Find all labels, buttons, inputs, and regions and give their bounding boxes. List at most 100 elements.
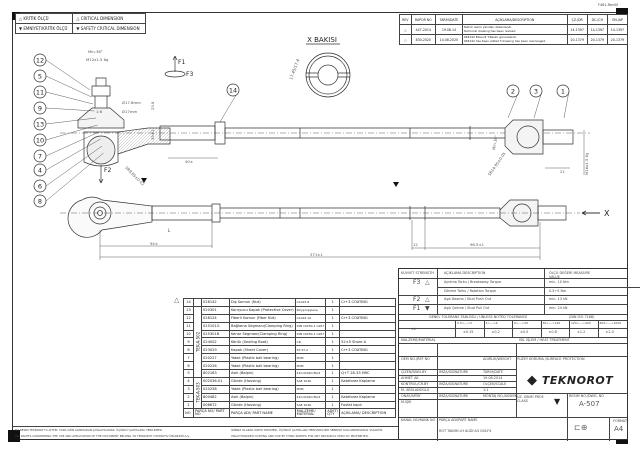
part-material: 41Cr4/42CrMo4 xyxy=(294,392,327,402)
part-no: 802183 xyxy=(201,369,230,378)
part-number-index: 6 xyxy=(183,361,194,371)
tolerance-value: ±1.2 xyxy=(577,330,586,334)
part-qty: 1 xyxy=(325,298,341,307)
part-number-index: 13 xyxy=(183,305,194,315)
force-f1-label: F1 xyxy=(178,59,185,66)
dim-taper: 1:6 xyxy=(96,109,103,114)
form-code: F461-Rev00 xyxy=(598,3,619,7)
balloon: 6 xyxy=(33,145,103,193)
part-no: 020258 xyxy=(201,384,230,394)
dim-diameter-2: Ø17mm xyxy=(122,109,138,114)
part-description: Cr+3 COATING xyxy=(339,345,396,355)
corner-mark xyxy=(8,430,20,442)
part-description: Cr+3 COATING xyxy=(339,313,396,323)
part-qty: 1 xyxy=(325,353,341,363)
balloon: 13 xyxy=(33,117,97,131)
balloon-number: 10 xyxy=(36,136,44,144)
force-f1-arrow xyxy=(172,55,178,72)
balloon: 4 xyxy=(33,138,101,177)
rev-ap: 20-1379 xyxy=(606,34,629,45)
force-f3-label: F3 xyxy=(186,71,193,78)
tolerance-range: 6<--->30 xyxy=(514,321,529,325)
balloon: 8 xyxy=(33,152,104,208)
tolerance-value: ±0.15 xyxy=(463,330,474,334)
dim-length-94: 94± xyxy=(150,241,158,246)
requirement-description: Ayrılma Torku / Breakaway Torque xyxy=(444,280,502,284)
part-material: POM xyxy=(294,361,327,371)
copyright-footer: BU RESİM TEKNOROT'A AİTTİR. YAZILI İZİN … xyxy=(13,426,398,440)
tolerance-title: GENEL TOLERANS TABLOSU / UNLESS NOTED TO… xyxy=(429,315,528,319)
checked-by-label: KONTROL/CR.BY xyxy=(401,382,429,386)
force-f2-label: F2 xyxy=(104,167,111,174)
part-no: 006672 xyxy=(201,400,230,410)
tolerance-range: 3<--->6 xyxy=(485,321,498,325)
part-qty: 1 xyxy=(325,305,341,315)
safety-triangle-icon: ▼ xyxy=(425,304,430,312)
force-f2-arrow xyxy=(98,165,104,184)
group-label-b: TEK-A-503 xyxy=(193,377,202,409)
part-description: 52±5 Shore A xyxy=(339,337,396,347)
legend-table: △ KRİTİK ÖLÇÜ△ CRITICAL DIMENSION ▼ EMNİ… xyxy=(14,13,146,34)
x-view-hex xyxy=(305,52,351,98)
part-name: Asik (Balpin) xyxy=(229,392,296,402)
balloon-number: 14 xyxy=(229,86,237,94)
part-description: Kataforez Kaplama xyxy=(339,376,396,386)
checker-name: M. ARSLANOĞLU xyxy=(401,388,430,392)
parts-header-material: MALZEME/ MATERIAL xyxy=(294,408,327,419)
balloon-number: 7 xyxy=(38,152,42,160)
projection-symbol-icon: ⊏⊕ xyxy=(574,423,588,432)
requirement-description: Aşık Basma / Stud Push Out xyxy=(444,297,492,301)
part-description xyxy=(339,384,396,394)
rev-desc: 028142 Eklendi T.Resim güncellendi. xyxy=(463,35,517,40)
part-qty: 1 xyxy=(325,384,341,394)
tolerance-range: 120<--->400 xyxy=(571,321,591,325)
legend-safety-tr: EMNİYET/KRİTİK ÖLÇÜ xyxy=(23,26,68,31)
dim-thread-right: M16x1.5 6g xyxy=(584,152,589,175)
footer-tr-left: BU RESİM TEKNOROT'A AİTTİR. YAZILI İZİN … xyxy=(15,428,163,432)
part-qty: 1 xyxy=(325,313,341,323)
part-description: Fosfat kaplı xyxy=(339,400,396,410)
critical-triangle-icon: △ xyxy=(76,16,81,21)
ball-joint-section xyxy=(77,77,171,167)
part-name: Kenar Segmanı(Clamping Ring) xyxy=(229,329,296,339)
parts-header-part_no: PARÇA NO/ PART NO xyxy=(193,408,230,419)
req-header-value: ÖLÇÜ DEĞERİ MEASURE VALUE xyxy=(549,271,590,279)
part-material: CR xyxy=(294,337,327,347)
tolerance-value: ±0.8 xyxy=(548,330,557,334)
tolerance-standard: (DIN ISO 7168) xyxy=(569,315,595,319)
part-description: Kataforez Kaplama xyxy=(339,392,396,402)
part-number-index: 9 xyxy=(183,337,194,347)
parts-header-no: NO xyxy=(183,408,194,419)
balloon: 1 xyxy=(556,84,570,119)
part-material: CLASS 8 xyxy=(294,298,327,307)
part-no: 800482 xyxy=(201,392,230,402)
prof-class-label: ÜZ. SINIFI PROF. CLASS xyxy=(517,395,545,403)
dim-sphere-left: SR9.85±0.02 xyxy=(124,165,146,187)
legend-critical-en: CRITICAL DIMENSION xyxy=(80,16,124,21)
part-qty: 1 xyxy=(325,345,341,355)
part-no: 020227 xyxy=(201,353,230,363)
approver-name: M.IŞIK xyxy=(401,400,412,404)
part-description: Q+T 28-33 HRC xyxy=(339,369,396,378)
format-label: FORMAT xyxy=(613,419,628,423)
tolerance-range: 400<--->1000 xyxy=(599,321,622,325)
dim-angle-right: Min.36° xyxy=(491,135,498,150)
part-number-index: 11 xyxy=(183,321,194,331)
tolerance-range: 30<--->120 xyxy=(542,321,561,325)
requirement-description: Aşık Çekme / Stud Pull Out xyxy=(444,305,490,310)
part-name: Bağlama Segmanı(Clamping Ring) xyxy=(229,321,296,331)
part-name: Koruyucu Kapak (Protective Cover) xyxy=(229,305,296,315)
balloon-number: 11 xyxy=(36,88,44,96)
format-value: A4 xyxy=(614,425,624,433)
ref-no-label: ÖEM NO./REF NO xyxy=(401,357,430,361)
logo-text: TEKNOROT xyxy=(541,374,614,387)
rev-desc: Teknik resim yeniden düzenlendi. xyxy=(463,25,512,30)
